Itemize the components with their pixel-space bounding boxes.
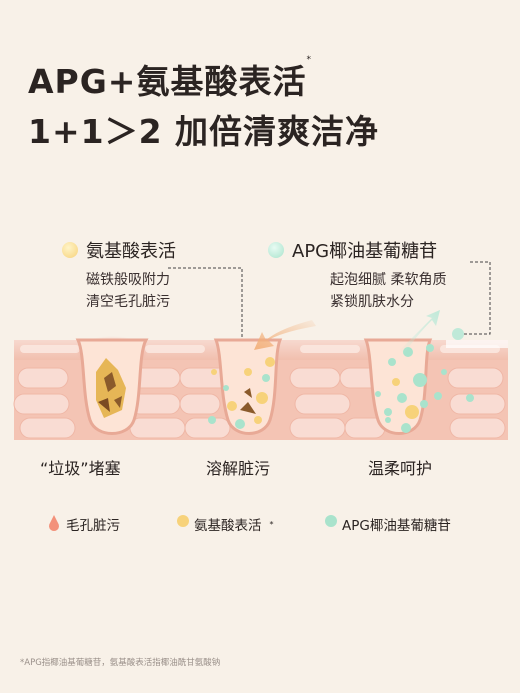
headline-line1: APG+氨基酸表活*	[28, 55, 312, 103]
legend-apg: APG椰油基葡糖苷	[342, 514, 451, 534]
callout-amino-title-text: 氨基酸表活	[86, 241, 176, 262]
legend-dirt: 毛孔脏污	[66, 514, 120, 534]
legend-apg-label: APG椰油基葡糖苷	[342, 518, 451, 534]
headline-line1-text: APG+氨基酸表活	[28, 62, 307, 101]
legend-amino: 氨基酸表活 *	[194, 514, 274, 534]
callout-leader-left	[168, 267, 243, 342]
skin-cells	[13, 367, 506, 439]
footnote: *APG指椰油基葡糖苷，氨基酸表活指椰油酰甘氨酸钠	[20, 658, 221, 668]
dirt-drop-icon	[49, 515, 59, 531]
callout-apg-title-text: APG椰油基葡糖苷	[292, 241, 438, 262]
apg-bubble-icon	[268, 242, 284, 258]
callout-leader-right	[462, 261, 491, 335]
skin-highlight	[446, 340, 508, 348]
step-blocked: “垃圾”堵塞	[40, 459, 121, 478]
headline-mark: *	[306, 55, 312, 65]
incoming-arrow	[254, 320, 316, 350]
callout-apg-title: APG椰油基葡糖苷	[268, 237, 446, 263]
apg-bubbles	[208, 344, 474, 433]
inflammation-glow	[76, 336, 148, 368]
pore-2	[213, 338, 283, 435]
headline-line2: 1+1＞2 加倍清爽洁净	[28, 112, 380, 151]
skin-cells-top	[20, 345, 500, 353]
callout-amino: 氨基酸表活 磁铁般吸附力 清空毛孔脏污	[62, 237, 176, 313]
pore-1	[75, 338, 149, 435]
leader-amino-dot	[238, 341, 246, 349]
legend-amino-label: 氨基酸表活	[194, 518, 262, 534]
amino-bubble-icon	[62, 242, 78, 258]
callout-amino-line: 磁铁般吸附力	[86, 272, 170, 288]
pore-3	[363, 338, 433, 435]
callout-apg-line: 起泡细腻 柔软角质	[330, 272, 447, 288]
legend-amino-mark: *	[269, 519, 274, 529]
callout-amino-title: 氨基酸表活	[62, 237, 176, 263]
leader-apg-dot	[452, 328, 464, 340]
amino-bubbles	[211, 357, 419, 424]
callout-apg-line: 紧锁肌肤水分	[330, 294, 414, 310]
step-care: 温柔呵护	[368, 459, 433, 478]
amino-bubble-icon	[177, 515, 189, 527]
legend-dirt-label: 毛孔脏污	[66, 518, 120, 534]
skin-layer	[14, 340, 508, 440]
apg-bubble-icon	[325, 515, 337, 527]
outgoing-arrow	[400, 310, 440, 354]
callout-amino-line: 清空毛孔脏污	[86, 294, 170, 310]
step-dissolve: 溶解脏污	[206, 459, 271, 478]
callout-apg: APG椰油基葡糖苷 起泡细腻 柔软角质 紧锁肌肤水分	[268, 237, 446, 313]
